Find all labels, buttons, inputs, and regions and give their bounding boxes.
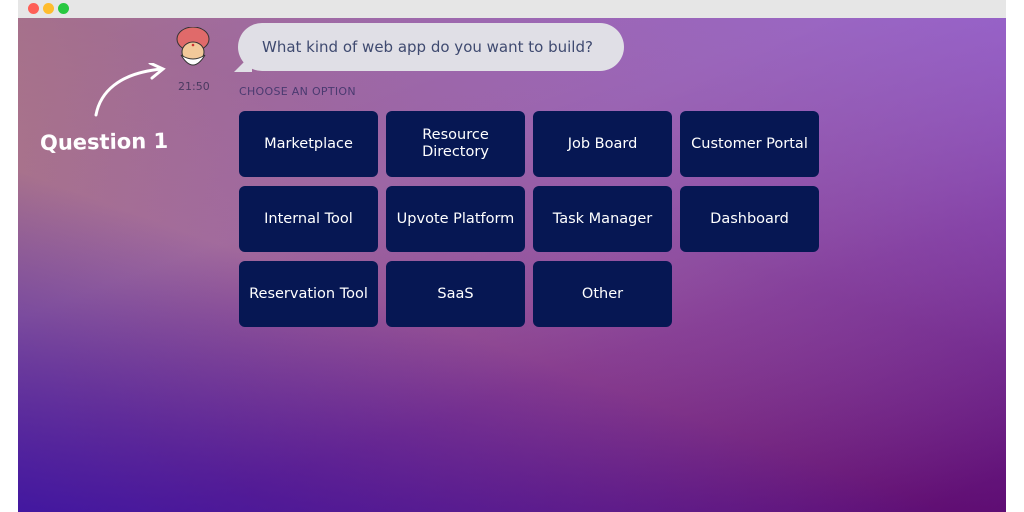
option-reservation-tool-button[interactable]: Reservation Tool <box>239 261 378 327</box>
option-resource-directory-button[interactable]: Resource Directory <box>386 111 525 177</box>
chat-area: Question 1 21:50 What kind of web app do… <box>18 18 1006 512</box>
curved-arrow-icon <box>94 63 166 117</box>
question-bubble: What kind of web app do you want to buil… <box>238 23 624 71</box>
annotation-label: Question 1 <box>39 128 169 156</box>
option-upvote-platform-button[interactable]: Upvote Platform <box>386 186 525 252</box>
option-dashboard-button[interactable]: Dashboard <box>680 186 819 252</box>
option-customer-portal-button[interactable]: Customer Portal <box>680 111 819 177</box>
choose-option-label: CHOOSE AN OPTION <box>239 85 356 98</box>
title-bar <box>18 0 1006 18</box>
option-marketplace-button[interactable]: Marketplace <box>239 111 378 177</box>
option-saas-button[interactable]: SaaS <box>386 261 525 327</box>
bot-avatar-icon <box>176 27 210 66</box>
message-time: 21:50 <box>178 80 210 93</box>
minimize-window-button[interactable] <box>43 3 54 14</box>
app-window: Question 1 21:50 What kind of web app do… <box>18 0 1006 512</box>
maximize-window-button[interactable] <box>58 3 69 14</box>
close-window-button[interactable] <box>28 3 39 14</box>
option-other-button[interactable]: Other <box>533 261 672 327</box>
option-task-manager-button[interactable]: Task Manager <box>533 186 672 252</box>
option-internal-tool-button[interactable]: Internal Tool <box>239 186 378 252</box>
option-job-board-button[interactable]: Job Board <box>533 111 672 177</box>
